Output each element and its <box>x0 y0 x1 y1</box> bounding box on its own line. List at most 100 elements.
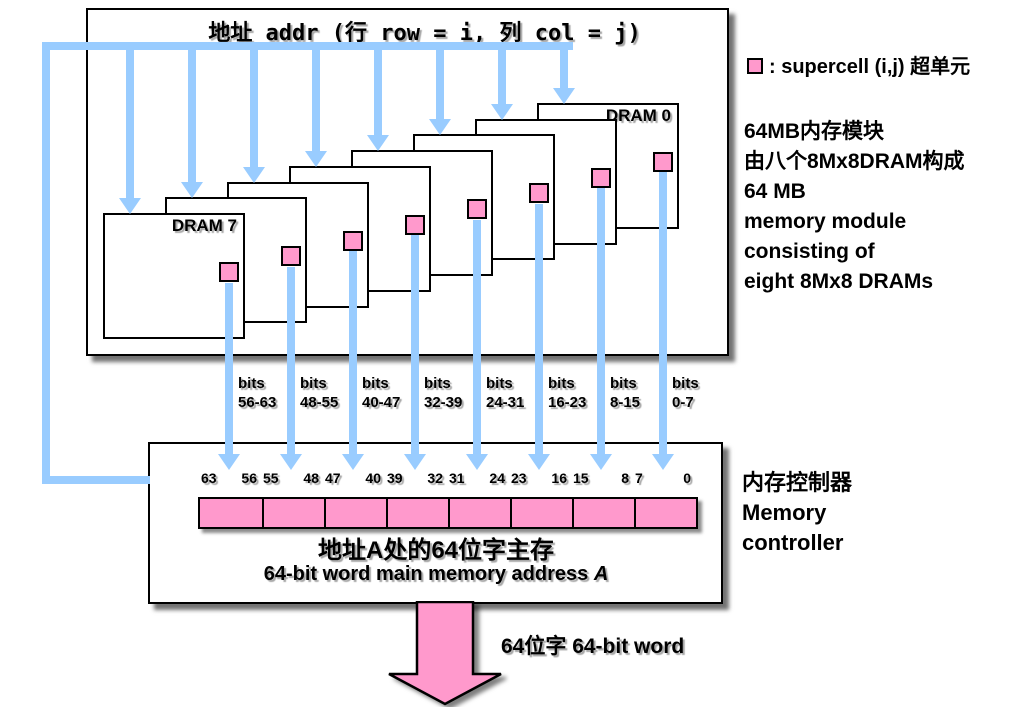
register-byte-cell <box>510 499 572 527</box>
address-drop-arrowhead <box>553 88 575 104</box>
address-bus-to-controller <box>42 476 150 484</box>
register-byte-cell <box>448 499 510 527</box>
register-caption-en: 64-bit word main memory address A <box>264 563 609 586</box>
memory-controller-label-line: Memory <box>742 500 827 525</box>
bits-range: 32-39 <box>424 394 463 411</box>
data-line-arrowhead <box>280 454 302 470</box>
address-drop-line <box>374 50 382 135</box>
supercell-marker <box>591 168 611 188</box>
bit-number-lo: 48 <box>303 470 319 486</box>
register-caption-en-text: 64-bit word main memory address <box>263 563 594 585</box>
supercell-marker <box>653 152 673 172</box>
data-line <box>411 235 419 454</box>
bits-range-label: bits 0-7 <box>672 374 699 412</box>
address-drop-arrowhead <box>181 182 203 198</box>
bits-word: bits <box>548 375 575 392</box>
bit-number-lo: 56 <box>241 470 257 486</box>
output-word-arrow <box>388 601 502 706</box>
address-drop-line <box>250 50 258 167</box>
bits-range-label: bits 8-15 <box>610 374 640 412</box>
dram-chip-label: DRAM 0 <box>605 106 671 125</box>
bit-number-hi: 55 <box>263 470 279 486</box>
address-drop-arrowhead <box>491 104 513 120</box>
supercell-marker <box>529 183 549 203</box>
bit-number-pair: 47 40 <box>322 470 384 486</box>
dram-chip-7: DRAM 7 <box>103 213 245 339</box>
bit-number-lo: 0 <box>683 470 691 486</box>
address-drop-arrowhead <box>367 135 389 151</box>
register-byte-cell <box>262 499 324 527</box>
bits-range: 24-31 <box>486 394 525 411</box>
address-drop-line <box>312 50 320 151</box>
bits-word: bits <box>486 375 513 392</box>
output-word-label: 64位字 64-bit word <box>501 635 685 658</box>
address-bus-title: 地址 addr (行 row = i, 列 col = j) <box>208 21 641 46</box>
module-description-line: 64MB内存模块 <box>744 120 885 143</box>
bit-number-pair: 55 48 <box>260 470 322 486</box>
bits-word: bits <box>672 375 699 392</box>
data-line <box>349 251 357 454</box>
data-line <box>659 172 667 454</box>
address-bus-horizontal <box>42 42 573 50</box>
memory-controller-label-line: controller <box>742 530 844 555</box>
bit-number-hi: 31 <box>449 470 465 486</box>
supercell-marker <box>343 231 363 251</box>
address-drop-arrowhead <box>119 198 141 214</box>
module-description-line: memory module <box>744 210 907 233</box>
register-byte-cell <box>200 499 262 527</box>
module-description-line: eight 8Mx8 DRAMs <box>744 270 934 293</box>
bit-number-hi: 39 <box>387 470 403 486</box>
register-byte-cell <box>572 499 634 527</box>
register-byte-cell <box>386 499 448 527</box>
data-line-arrowhead <box>590 454 612 470</box>
bit-number-lo: 16 <box>551 470 567 486</box>
address-drop-arrowhead <box>429 119 451 135</box>
bit-number-pair: 23 16 <box>508 470 570 486</box>
bits-word: bits <box>610 375 637 392</box>
address-drop-line <box>560 50 568 88</box>
data-line <box>535 204 543 454</box>
data-line <box>597 188 605 454</box>
register-caption-en-address-a: A <box>593 563 609 585</box>
address-drop-arrowhead <box>305 151 327 167</box>
word-register <box>198 497 698 529</box>
supercell-marker <box>405 215 425 235</box>
data-line-arrowhead <box>466 454 488 470</box>
address-drop-line <box>188 50 196 182</box>
bits-range: 0-7 <box>672 394 694 411</box>
supercell-marker <box>219 262 239 282</box>
supercell-legend-label: : supercell (i,j) 超单元 <box>769 56 971 78</box>
bit-number-hi: 7 <box>635 470 643 486</box>
bits-range-label: bits 24-31 <box>486 374 524 412</box>
supercell-marker <box>281 246 301 266</box>
address-drop-line <box>498 50 506 104</box>
data-line-arrowhead <box>342 454 364 470</box>
bit-number-lo: 40 <box>365 470 381 486</box>
address-drop-line <box>126 50 134 198</box>
bit-number-hi: 23 <box>511 470 527 486</box>
bits-word: bits <box>238 375 265 392</box>
output-word-arrow-shape <box>388 601 502 706</box>
module-description: 64MB内存模块 由八个8Mx8DRAM构成 64 MB memory modu… <box>744 117 965 297</box>
bits-word: bits <box>362 375 389 392</box>
module-description-line: consisting of <box>744 240 875 263</box>
bits-range: 8-15 <box>610 394 641 411</box>
register-byte-cell <box>324 499 386 527</box>
memory-controller-label-line: 内存控制器 <box>742 470 853 495</box>
address-bus-vertical <box>42 42 50 484</box>
register-byte-cell <box>634 499 696 527</box>
data-line <box>287 267 295 454</box>
module-description-line: 由八个8Mx8DRAM构成 <box>744 150 965 173</box>
bit-number-hi: 47 <box>325 470 341 486</box>
supercell-legend-swatch <box>747 58 763 74</box>
